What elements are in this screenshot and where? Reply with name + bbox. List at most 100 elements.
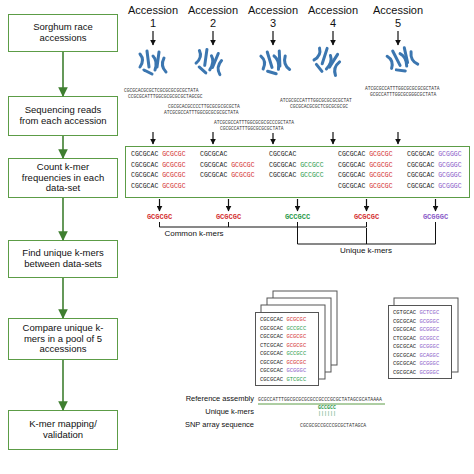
kmer-part: GCGGGC (438, 151, 461, 158)
kmer-row: CGCGCAC GCGGGC (393, 369, 439, 376)
kmer-row: CTCGCAC GCGGCC (393, 335, 439, 342)
kmer-part: GCGCGC (286, 333, 306, 340)
kmer-part: CGCGCAC (260, 333, 283, 340)
kmer-part: GCCGCC (286, 325, 306, 332)
kmer-row: CGCGCAC GCCGCC (269, 162, 324, 169)
kmer-part: CGCGCAC (269, 162, 296, 169)
accession-label: Accession 1 (126, 4, 180, 29)
kmer-part: CGCGCAC (260, 376, 283, 383)
kmer-part: GCGGGC (438, 172, 461, 179)
kmer-part: GCGCGC (231, 162, 254, 169)
step-text: Sequencing reads from each accession (14, 105, 112, 127)
kmer-part: GCGGGC (438, 183, 461, 190)
kmer: GCCGCC (318, 406, 336, 412)
sequence: GCGCCATTTGGCGCGCGCGCCGCCCGCGCTATAGCGCATA… (258, 397, 382, 403)
kmer-part: GCGCGC (286, 316, 306, 323)
accession-arrows (153, 31, 398, 45)
kmer-part: CTCGCAC (393, 335, 416, 342)
kmer-part: CGCGCAC (260, 325, 283, 332)
sequence-read: ATCGCGCCATTTGGCGCGCGCGCTATA (164, 110, 238, 115)
kmer-part: CGCGCAC (131, 151, 158, 158)
kmer-row: CGCGCAC GCCGCC (260, 350, 306, 357)
accession-label: Accession 2 (186, 4, 240, 29)
sequence-read: ATCGCGCCATTTGGCGCGCGCGCTAT (280, 98, 352, 103)
mapping-ticks (258, 404, 385, 405)
kmer-row: CGCGCAC GCGCGC (260, 316, 306, 323)
accession-label: Accession 4 (306, 4, 360, 29)
kmer-part: GCGGGC (438, 162, 461, 169)
kmer-part: GCGGGC (419, 326, 439, 333)
flow-arrow (62, 198, 64, 240)
kmer-row: CGCGCAC GTCGCC (260, 376, 306, 383)
kmer-row: CGCGCAC GCGCGC (131, 172, 186, 179)
read-arrows (153, 132, 398, 144)
kmer-panel: CGCGCAC GCGCGCCGCGCAC GCGCGCCGCGCAC GCGC… (125, 146, 470, 198)
kmer-card: CGCGCAC GCGCGCCGCGCAC GCCGCCCGCGCAC GCGC… (255, 312, 319, 386)
sequence: CGCGCGCCGCCCGCGCTATAGCA (300, 423, 366, 429)
kmer-part: GCGCGC (369, 172, 392, 179)
kmer-part: CGCGCAC (338, 172, 365, 179)
kmer-row: CGCGCAC (269, 151, 296, 158)
kmer: GCGCGC (349, 213, 385, 221)
kmer-part: GCAGGC (419, 352, 439, 359)
group-label: Common k-mers (159, 229, 229, 238)
group-label: Unique k-mers (326, 246, 406, 255)
kmer-part: GCGCGC (162, 172, 185, 179)
kmer-part: CGCGCAC (260, 367, 283, 374)
row-label: Unique k-mers (148, 408, 254, 417)
kmer-row: CGCGCAC GCGCGC (131, 162, 186, 169)
process-box: Compare unique k-mers in a pool of 5 acc… (8, 318, 118, 360)
kmer-row: CGCGCAC GCGCGC (260, 333, 306, 340)
kmer-part: CGCGCAC (200, 151, 227, 158)
chromosome-icons (140, 44, 418, 77)
kmer-part: GCGGGC (419, 360, 439, 367)
kmer-card: CGTGCAC GCTCGCCGCGCAC GCGGGCCGCGCAC GCGG… (388, 305, 452, 379)
kmer-part: GCGCGC (162, 151, 185, 158)
kmer-part: GCGGCC (419, 335, 439, 342)
kmer-part: GCGCGC (369, 183, 392, 190)
kmer-row: CGCGCAC GCGCGC (200, 172, 255, 179)
process-box: Count k-mer frequencies in each data-set (8, 158, 118, 198)
kmer-part: CGCGCAC (407, 183, 434, 190)
kmer-row: CTCGCAC GCGCGC (260, 342, 306, 349)
kmer-part: CGCGCAC (269, 151, 296, 158)
kmer-part: CGCGCAC (338, 151, 365, 158)
kmer-part: CGCGCAC (407, 151, 434, 158)
kmer-part: CGCGCAC (260, 350, 283, 357)
kmer-row: CGCGCAC GCGCGC (338, 151, 393, 158)
kmer-part: GCGCGC (286, 342, 306, 349)
accession-label: Accession 5 (371, 4, 425, 29)
kmer-row: CGCGCAC GCGGGC (393, 318, 439, 325)
sequence-read: CGCGCCATTTGGCGCGCGCTATA (220, 126, 283, 131)
step-text: Count k-mer frequencies in each data-set (14, 162, 112, 195)
process-box: Find unique k-mers between data-sets (8, 240, 118, 278)
kmer-part: GCGGGC (419, 369, 439, 376)
kmer-row: CGCGCAC GCGGGC (393, 360, 439, 367)
kmer-part: GCGCGC (286, 359, 306, 366)
kmer-part: CGCGCAC (393, 369, 416, 376)
kmer-part: CGCGCAC (269, 172, 296, 179)
kmer-part: CGCGCAC (260, 316, 283, 323)
kmer-part: CGCGCAC (260, 359, 283, 366)
kmer-part: GCGGGC (419, 343, 439, 350)
kmer: GCCGCC (280, 213, 316, 221)
kmer-part: CGCGCAC (131, 183, 158, 190)
kmer-part: CGCGCAC (338, 183, 365, 190)
kmer-part: CGCGCAC (407, 172, 434, 179)
step-text: K-mer mapping/ validation (14, 419, 112, 441)
kmer-part: GCGCGC (162, 183, 185, 190)
kmer-part: GCTCGC (419, 309, 439, 316)
kmer-row: CGCGCAC GCGGGC (407, 183, 462, 190)
kmer-part: CGCGCAC (131, 172, 158, 179)
kmer-row: CGCGCAC GCGCGC (260, 359, 306, 366)
process-box: K-mer mapping/ validation (8, 410, 118, 450)
row-label: SNP array sequence (148, 421, 254, 430)
kmer-arrows (160, 199, 436, 211)
kmer-part: CGCGCAC (131, 162, 158, 169)
kmer-row: CGCGCAC GCGCGC (200, 162, 255, 169)
kmer-part: GCCGCC (300, 172, 323, 179)
sequence-read: CGCGCACGCCCCTTGCGCGCGCGCTA (168, 104, 240, 109)
step-text: Find unique k-mers between data-sets (14, 248, 112, 270)
kmer-part: GCCGCC (300, 162, 323, 169)
